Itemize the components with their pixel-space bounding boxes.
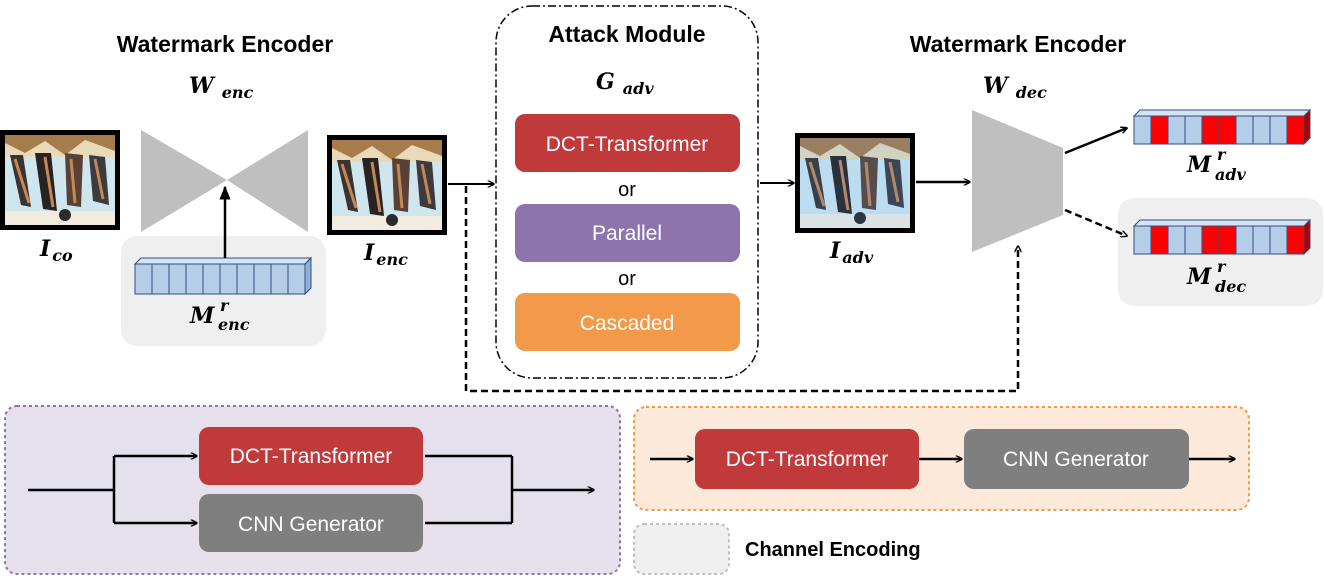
bit-cell [1218, 225, 1237, 255]
bit-cell [185, 263, 204, 295]
encoded-image [327, 135, 447, 235]
decoder-to-m-adv-arrow [1064, 128, 1127, 155]
bit-cell [134, 263, 153, 295]
bit-cell [1218, 115, 1237, 145]
bit-cell [1133, 115, 1152, 145]
i-co-base: I [39, 236, 51, 262]
m-dec-label: M r dec [1186, 257, 1246, 296]
bit-cell [1184, 225, 1203, 255]
cascaded-label: Cascaded [580, 312, 675, 335]
bit-cell [1286, 225, 1305, 255]
cascaded-option [515, 293, 740, 351]
m-enc-sup: r [220, 296, 230, 315]
bit-cell [1150, 115, 1169, 145]
i-enc-sub: enc [376, 250, 408, 269]
attack-heading: Attack Module [548, 21, 705, 47]
bit-cell [1269, 115, 1288, 145]
parallel-label: Parallel [592, 222, 662, 245]
w-enc-base: W [189, 73, 216, 99]
bypass-dashed-arrow [464, 186, 1018, 393]
bit-cell [253, 263, 272, 295]
bit-cell [1235, 115, 1254, 145]
bit-cell [236, 263, 255, 295]
g-adv-sub: adv [623, 79, 655, 98]
m-adv-sup: r [1217, 145, 1227, 164]
bit-cell [1286, 115, 1305, 145]
g-adv-base: G [596, 69, 615, 95]
i-co-sub: co [52, 246, 73, 265]
m-dec-vector [1132, 218, 1312, 256]
cascaded-cnn-label: CNN Generator [1003, 448, 1149, 471]
parallel-cnn-label: CNN Generator [238, 513, 384, 536]
m-dec-sub: dec [1215, 277, 1246, 296]
parallel-dct-label: DCT-Transformer [230, 445, 393, 468]
cascaded-cnn-box [964, 429, 1189, 489]
i-enc-base: I [363, 240, 375, 266]
m-dec-sup: r [1217, 257, 1227, 276]
bit-cell [151, 263, 170, 295]
m-adv-base: M [1186, 152, 1212, 178]
bit-cell [1167, 225, 1186, 255]
or-label-1: or [618, 179, 636, 201]
m-dec-base: M [1186, 264, 1212, 290]
bit-cell [1133, 225, 1152, 255]
decoder-heading: Watermark Encoder [910, 31, 1126, 57]
cascaded-dct-label: DCT-Transformer [726, 448, 889, 471]
dct-transformer-option [515, 114, 740, 172]
i-adv-sub: adv [842, 248, 874, 267]
bit-cell [270, 263, 289, 295]
m-enc-label: M r enc [189, 296, 250, 334]
attack-module-container [495, 5, 759, 379]
parallel-detail-panel [4, 405, 621, 575]
cascaded-dct-box [695, 429, 919, 489]
adversarial-image [795, 133, 915, 233]
parallel-cnn-box [199, 494, 423, 552]
bit-cell [1167, 115, 1186, 145]
m-adv-sub: adv [1215, 165, 1247, 184]
w-dec-base: W [983, 73, 1010, 99]
encoder-left-wing [141, 130, 227, 232]
i-adv-base: I [829, 238, 841, 264]
w-dec-sub: dec [1016, 83, 1047, 102]
m-adv-label: M r adv [1186, 145, 1247, 184]
bit-cell [219, 263, 238, 295]
legend-swatch [633, 523, 730, 575]
bit-cell [168, 263, 187, 295]
m-enc-base: M [189, 303, 215, 329]
w-enc-sub: enc [222, 83, 254, 102]
legend-channel-encoding: Channel Encoding [745, 539, 921, 561]
or-label-2: or [618, 268, 636, 290]
bit-cell [1269, 225, 1288, 255]
dct-transformer-label: DCT-Transformer [546, 133, 709, 156]
m-adv-vector [1132, 108, 1312, 146]
bit-cell [1201, 115, 1220, 145]
m-enc-vector [133, 256, 313, 296]
parallel-flow-lines [28, 456, 594, 523]
parallel-dct-box [199, 427, 423, 485]
bit-cell [1252, 225, 1271, 255]
bit-cell [287, 263, 306, 295]
decoder-to-m-dec-arrow [1064, 208, 1127, 236]
bit-cell [202, 263, 221, 295]
parallel-option [515, 204, 740, 262]
encoder-heading: Watermark Encoder [117, 31, 333, 57]
bit-cell [1184, 115, 1203, 145]
bit-cell [1235, 225, 1254, 255]
encoder-right-wing [227, 130, 308, 232]
bit-cell [1150, 225, 1169, 255]
bit-cell [1252, 115, 1271, 145]
decoder-shape [972, 110, 1063, 252]
bit-cell [1201, 225, 1220, 255]
cover-image [0, 130, 120, 230]
m-enc-sub: enc [218, 315, 250, 334]
